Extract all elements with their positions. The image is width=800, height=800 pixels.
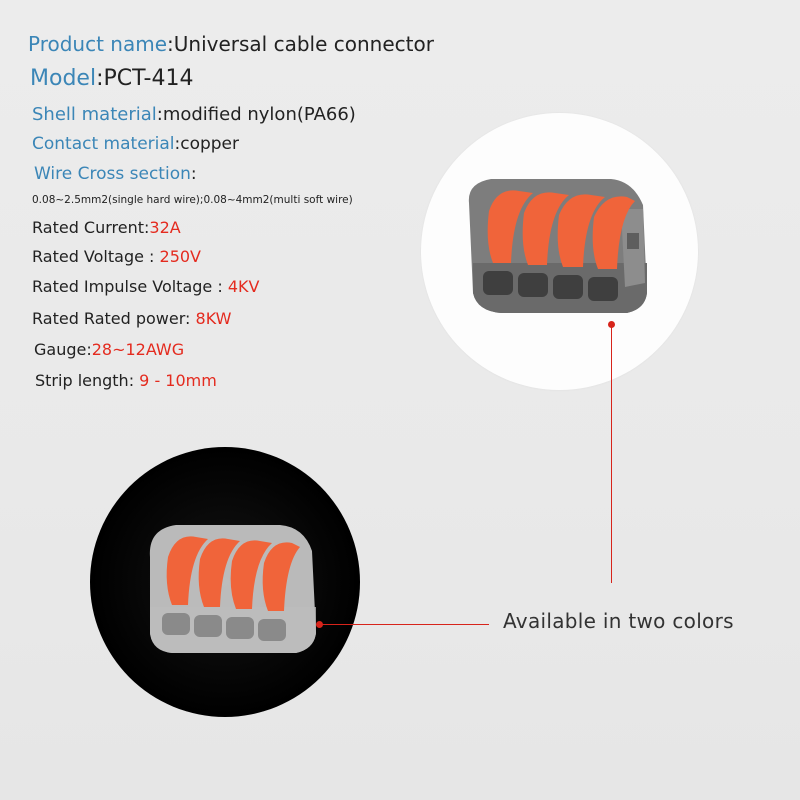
spec-strip-length: Strip length: 9 - 10mm [35, 371, 217, 390]
rated-power-value: 8KW [195, 309, 232, 328]
wire-cross-section-label: Wire Cross section [34, 164, 191, 184]
gauge-value: 28~12AWG [91, 340, 185, 359]
spec-wire-cross-section: Wire Cross section: [34, 164, 197, 184]
clear-connector-photo [90, 447, 360, 717]
pointer-line-vertical [611, 325, 612, 583]
contact-material-label: Contact material [32, 134, 175, 154]
spec-rated-current: Rated Current:32A [32, 218, 181, 237]
pointer-line-horizontal [322, 624, 489, 625]
model-label: Model [30, 66, 97, 91]
colors-caption: Available in two colors [503, 609, 734, 633]
product-name-value: :Universal cable connector [167, 32, 434, 56]
spec-gauge: Gauge:28~12AWG [34, 340, 184, 359]
wire-cross-section-colon: : [190, 164, 197, 184]
wire-cross-section-detail: 0.08~2.5mm2(single hard wire);0.08~4mm2(… [32, 194, 353, 206]
spec-contact-material: Contact material:copper [32, 134, 239, 154]
gray-connector-photo [421, 113, 698, 390]
spec-product-name: Product name:Universal cable connector [28, 32, 434, 56]
contact-material-value: :copper [174, 134, 240, 154]
strip-length-value: 9 - 10mm [139, 371, 217, 390]
rated-current-value: 32A [149, 218, 181, 237]
strip-length-label: Strip length: [35, 371, 140, 390]
rated-voltage-value: 250V [159, 247, 201, 266]
pointer-dot-gray [608, 321, 615, 328]
pointer-dot-clear [316, 621, 323, 628]
gauge-label: Gauge: [34, 340, 92, 359]
product-name-label: Product name [28, 32, 168, 56]
spec-rated-impulse-voltage: Rated Impulse Voltage : 4KV [32, 277, 259, 296]
spec-shell-material: Shell material:modified nylon(PA66) [32, 104, 356, 125]
spec-rated-power: Rated Rated power: 8KW [32, 309, 231, 328]
clear-connector-image [149, 525, 316, 653]
model-value: :PCT-414 [96, 66, 194, 91]
shell-material-value: :modified nylon(PA66) [156, 104, 356, 125]
spec-rated-voltage: Rated Voltage : 250V [32, 247, 201, 266]
rated-impulse-voltage-value: 4KV [227, 277, 260, 296]
shell-material-label: Shell material [32, 104, 157, 125]
rated-current-label: Rated Current: [32, 218, 150, 237]
spec-model: Model:PCT-414 [30, 66, 193, 91]
rated-impulse-voltage-label: Rated Impulse Voltage : [32, 277, 228, 296]
gray-connector-image [468, 179, 647, 313]
rated-power-label: Rated Rated power: [32, 309, 196, 328]
rated-voltage-label: Rated Voltage : [32, 247, 160, 266]
